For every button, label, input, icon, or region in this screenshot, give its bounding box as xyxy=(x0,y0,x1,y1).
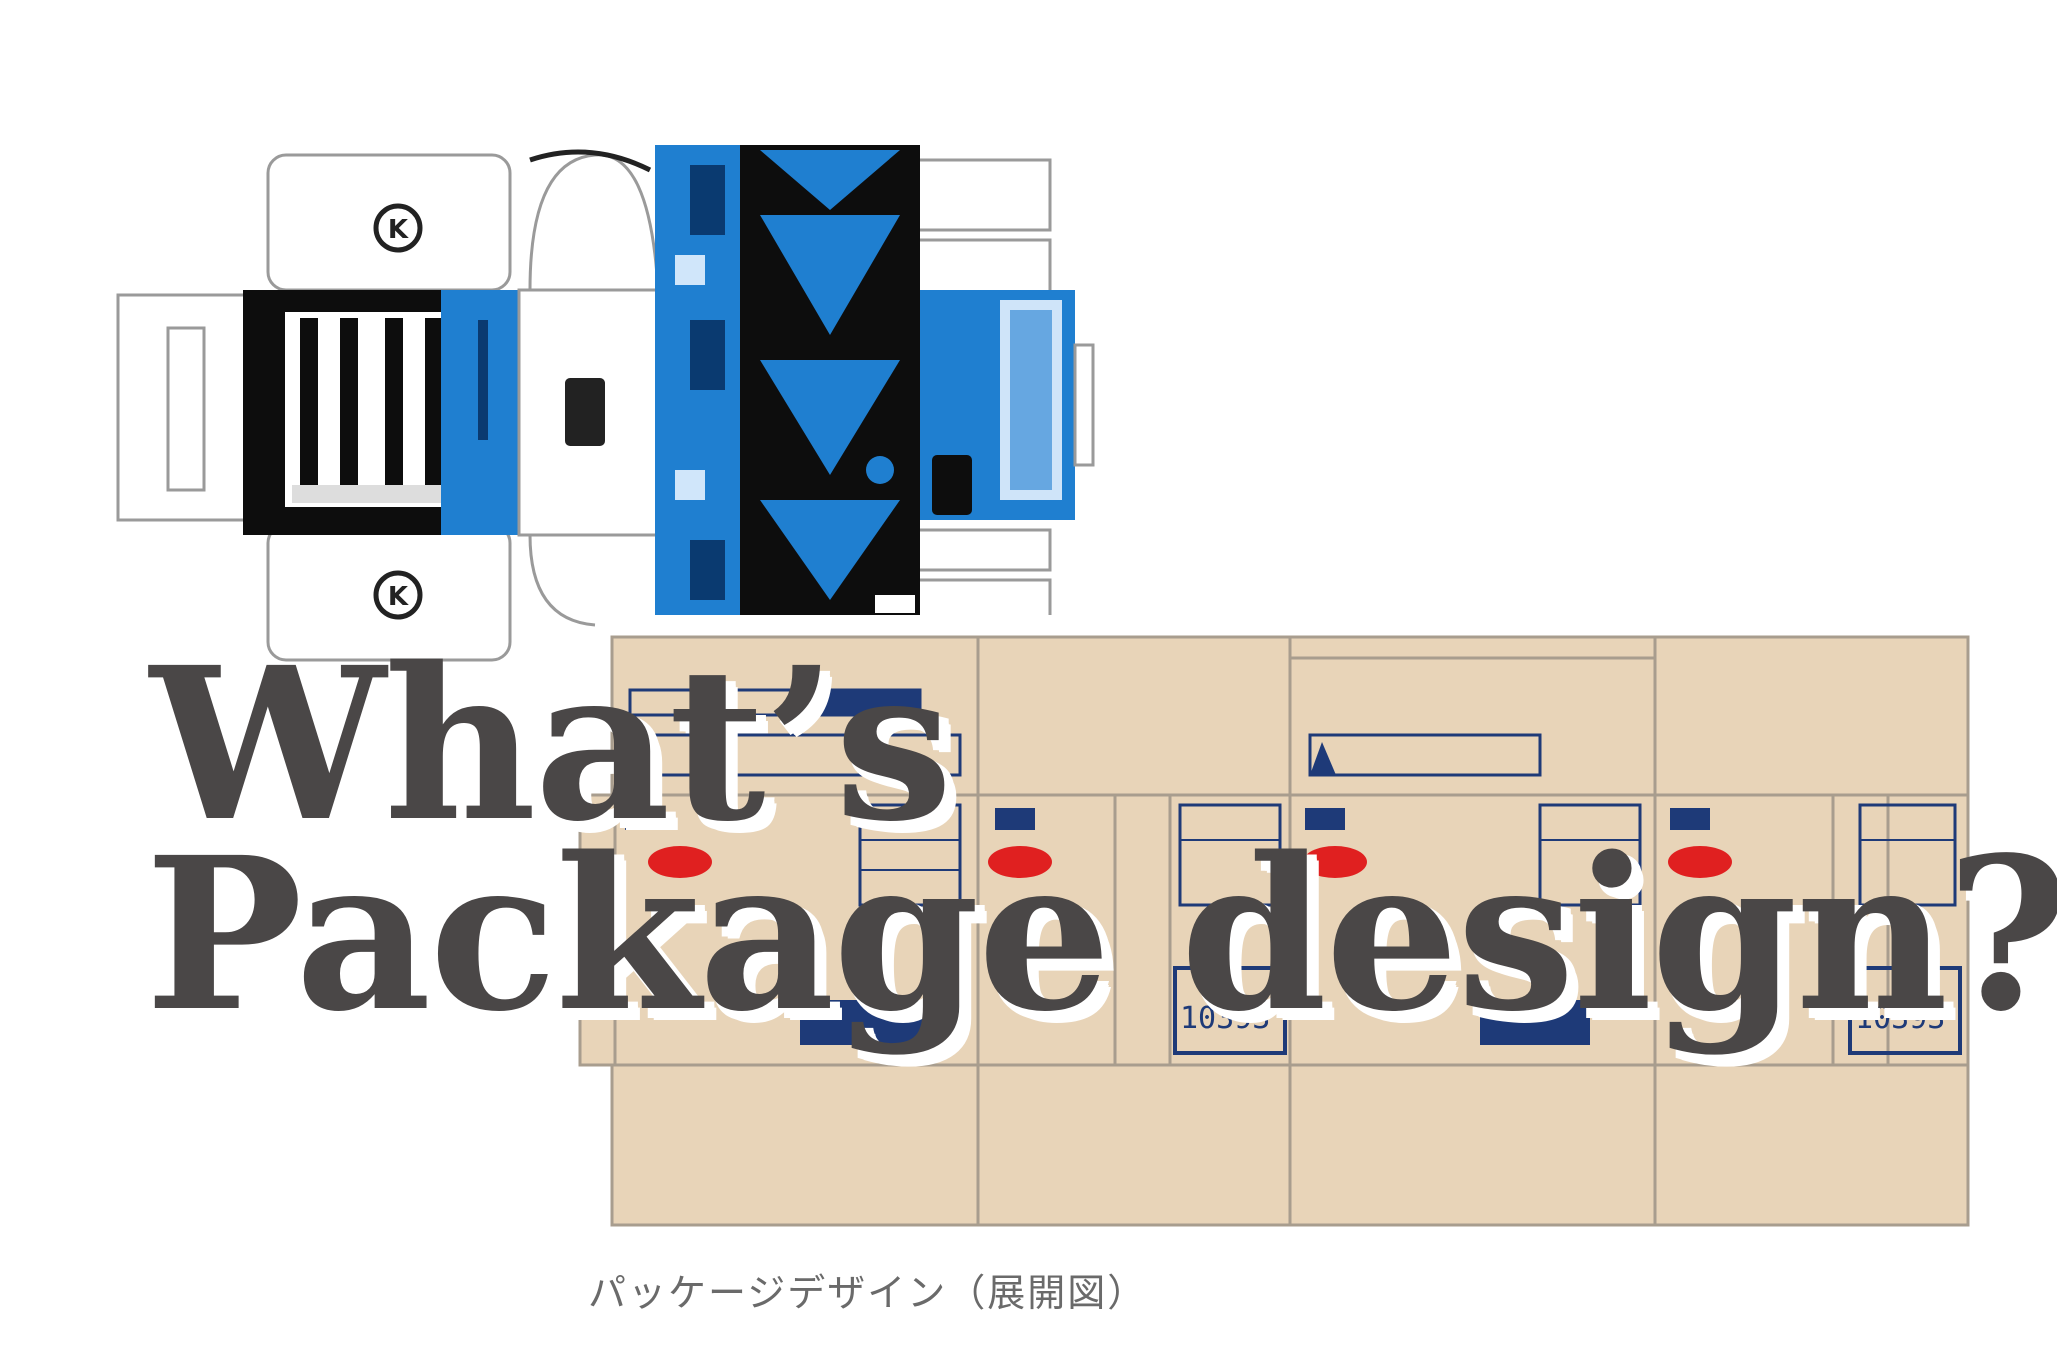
carton-net-diagram: 10393 10393 xyxy=(578,635,1970,1227)
carton-code-box-right xyxy=(1848,966,1962,1055)
svg-text:K: K xyxy=(388,582,409,612)
figure-caption: パッケージデザイン（展開図） xyxy=(588,1271,1148,1315)
brand-logo-icon xyxy=(648,846,712,878)
brand-logo-icon xyxy=(988,846,1052,878)
headline-line-1: What’s xyxy=(150,621,953,868)
headline-line-2: Package design? xyxy=(145,811,2057,1058)
brand-logo-icon xyxy=(1303,846,1367,878)
net-side-left xyxy=(116,293,247,522)
box-net-diagram: K K xyxy=(116,145,1095,662)
recycle-mark-icon xyxy=(373,570,423,620)
carton-code-box-left xyxy=(1173,966,1287,1055)
carton-flap-left xyxy=(578,793,617,1067)
carton-code-right: 10393 xyxy=(1855,1001,1945,1036)
svg-text:K: K xyxy=(388,215,409,245)
brand-logo-icon xyxy=(1668,846,1732,878)
carton-code-left: 10393 xyxy=(1180,1001,1270,1036)
recycle-mark-icon xyxy=(373,203,423,253)
